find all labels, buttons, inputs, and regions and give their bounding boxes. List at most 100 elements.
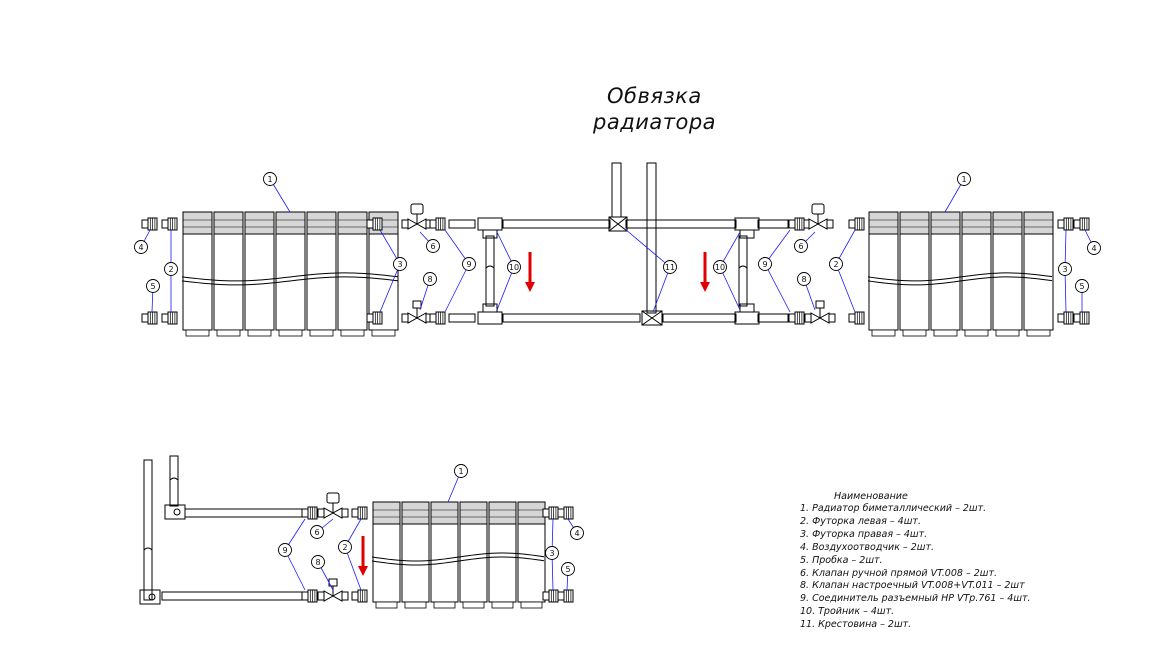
- callout-9: [758, 257, 772, 271]
- tee-bottom-right: [734, 311, 760, 325]
- pipe-segment: [757, 219, 789, 229]
- leader-line: [719, 266, 741, 311]
- callout-label: 3: [549, 549, 554, 558]
- fitting-cap: [788, 313, 796, 323]
- radiator-section-foot: [278, 329, 303, 337]
- connector-bottom-bottom: [301, 589, 318, 603]
- callout-label: 4: [1091, 244, 1096, 253]
- fitting-cap: [366, 313, 374, 323]
- tee-branch: [482, 229, 498, 239]
- balancing-valve-bottom: [317, 578, 349, 602]
- radiator-section-foot: [404, 601, 427, 609]
- valve-port: [401, 219, 409, 229]
- callout-8: [311, 555, 325, 569]
- radiator-section-body: [459, 523, 488, 603]
- radiator-section-foot: [375, 601, 398, 609]
- radiator-section-foot: [902, 329, 927, 337]
- spec-item-6: 6. Клапан ручной прямой VT.008 – 2шт.: [800, 567, 998, 579]
- radiator-section-body: [401, 523, 430, 603]
- callout-2: [164, 262, 178, 276]
- flow-arrow-3-head: [358, 566, 368, 576]
- valve-port: [828, 313, 836, 323]
- callout-6: [310, 525, 324, 539]
- leader-line: [624, 228, 671, 268]
- spec-item-11: 11. Крестовина – 2шт.: [800, 619, 912, 631]
- radiator-section-foot: [216, 329, 241, 337]
- radiator-section-foot: [433, 601, 456, 609]
- radiator-section-head: [275, 211, 306, 235]
- fitting-cap: [557, 508, 565, 518]
- radiator-top-left: [181, 211, 399, 337]
- air-vent-bottom: [557, 506, 574, 520]
- radiator-section-head: [930, 211, 961, 235]
- fitting-cap: [557, 591, 565, 601]
- callout-6: [794, 239, 808, 253]
- connector-right-top: [788, 217, 805, 231]
- leader-line: [764, 263, 791, 313]
- pipe-segment: [448, 219, 476, 229]
- callout-label: 8: [427, 275, 432, 284]
- fitting-cap: [429, 219, 437, 229]
- fitting-cap: [366, 219, 374, 229]
- connector-right-bottom: [788, 311, 805, 325]
- pipe-segment: [448, 313, 476, 323]
- radiator-section-body: [337, 233, 368, 331]
- valve-body-left: [407, 218, 419, 230]
- riser-main: [646, 162, 657, 314]
- spec-item-9: 9. Соединитель разъемный НР VTр.761 – 4ш…: [800, 593, 1031, 605]
- fitting-bottom-right-bottom: [542, 589, 559, 603]
- callout-10: [713, 260, 727, 274]
- cross-mark: [608, 216, 628, 232]
- callout-2: [829, 257, 843, 271]
- radiator-section-head: [182, 211, 213, 235]
- valve-body-right: [818, 312, 830, 324]
- riser-bottom-left: [143, 459, 153, 601]
- radiator-section-foot: [871, 329, 896, 337]
- callout-5: [561, 562, 575, 576]
- leader-line: [344, 546, 362, 591]
- pipe-segment: [662, 313, 737, 323]
- tee-top-right: [734, 217, 760, 231]
- riser-stub: [611, 162, 622, 218]
- title-line-2: радиатора: [593, 110, 717, 134]
- callout-label: 11: [665, 263, 675, 272]
- fitting-right-bottom-l: [366, 311, 383, 325]
- fitting-cap: [788, 219, 796, 229]
- callout-1: [454, 464, 468, 478]
- leader-line: [444, 263, 470, 313]
- callout-8: [797, 272, 811, 286]
- valve-adjuster: [412, 300, 422, 309]
- callout-label: 1: [267, 175, 272, 184]
- valve-body-left: [808, 218, 820, 230]
- callout-2: [338, 540, 352, 554]
- radiator-break-line: [181, 272, 399, 282]
- valve-port: [317, 591, 325, 601]
- radiator-section-foot: [462, 601, 485, 609]
- callout-8: [423, 272, 437, 286]
- radiator-section-foot: [491, 601, 514, 609]
- radiator-section-head: [401, 501, 430, 525]
- spec-item-10: 10. Тройник – 4шт.: [800, 606, 895, 618]
- radiator-section-foot: [520, 601, 543, 609]
- radiator-section-head: [372, 501, 401, 525]
- connector-left-bottom: [429, 311, 446, 325]
- fitting-cap: [1057, 313, 1065, 323]
- fitting-cap: [141, 219, 149, 229]
- radiator-section-head: [488, 501, 517, 525]
- radiator-section-foot: [371, 329, 396, 337]
- radiator-section-head: [961, 211, 992, 235]
- leader-line: [284, 549, 306, 591]
- radiator-section-foot: [340, 329, 365, 337]
- callout-label: 5: [565, 565, 570, 574]
- specification-list: Наименование 1. Радиатор биметаллический…: [800, 491, 1160, 632]
- callout-3: [393, 257, 407, 271]
- valve-port: [826, 219, 834, 229]
- riser-right: [738, 235, 748, 307]
- valve-handle: [326, 492, 340, 504]
- callout-label: 2: [168, 265, 173, 274]
- fitting-left-top: [161, 217, 178, 231]
- fitting-bottom-left-bottom: [351, 589, 368, 603]
- leader-line: [652, 266, 671, 313]
- specification-header: Наименование: [834, 491, 908, 502]
